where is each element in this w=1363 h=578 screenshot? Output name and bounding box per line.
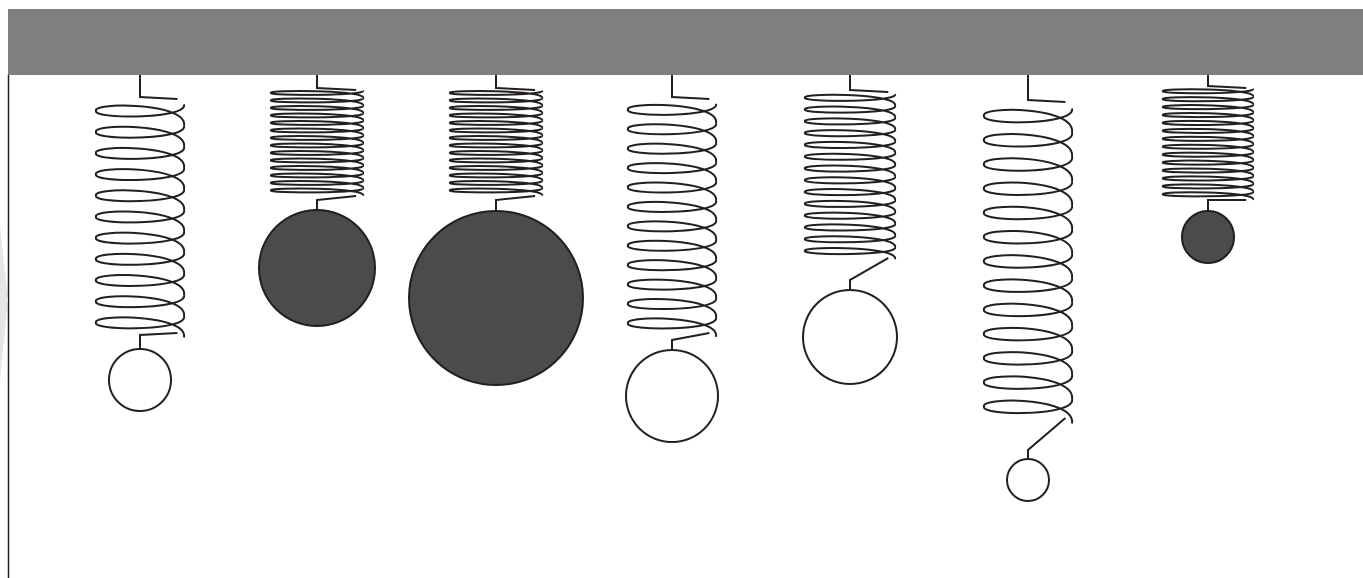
spring-coil [448, 89, 544, 197]
dark-mass-ball [258, 209, 376, 327]
spring-coil [269, 89, 365, 197]
spring-bottom-lead [316, 195, 357, 210]
spring-top-lead [1027, 75, 1066, 103]
spring-coil [626, 103, 717, 337]
spring-bottom-lead [849, 257, 889, 290]
left-edge-decoration [0, 225, 8, 380]
light-mass-ball [625, 349, 719, 443]
spring-top-lead [849, 75, 889, 93]
spring-top-lead [671, 75, 710, 100]
spring-3 [408, 75, 584, 386]
spring-coil [1161, 87, 1255, 201]
spring-top-lead [1207, 75, 1247, 89]
spring-coil [94, 104, 185, 338]
dark-mass-ball [408, 210, 584, 386]
spring-bottom-lead [1207, 199, 1247, 211]
spring-coil [982, 108, 1074, 424]
spring-6 [982, 75, 1074, 502]
ceiling-bar [8, 9, 1363, 75]
spring-1 [94, 75, 185, 412]
light-mass-ball [1006, 458, 1050, 502]
light-mass-ball [802, 289, 898, 385]
spring-bottom-lead [495, 195, 536, 211]
spring-2 [258, 75, 376, 327]
spring-top-lead [495, 75, 536, 91]
spring-bottom-lead [139, 332, 178, 349]
spring-4 [625, 75, 719, 443]
spring-top-lead [139, 75, 178, 100]
springs-group [94, 75, 1255, 502]
spring-top-lead [316, 75, 357, 91]
spring-bottom-lead [1027, 417, 1067, 459]
spring-bottom-lead [671, 332, 710, 350]
dark-mass-ball [1181, 210, 1235, 264]
light-mass-ball [108, 348, 172, 412]
spring-5 [802, 75, 898, 385]
spring-7 [1161, 75, 1255, 264]
spring-coil [803, 93, 897, 261]
